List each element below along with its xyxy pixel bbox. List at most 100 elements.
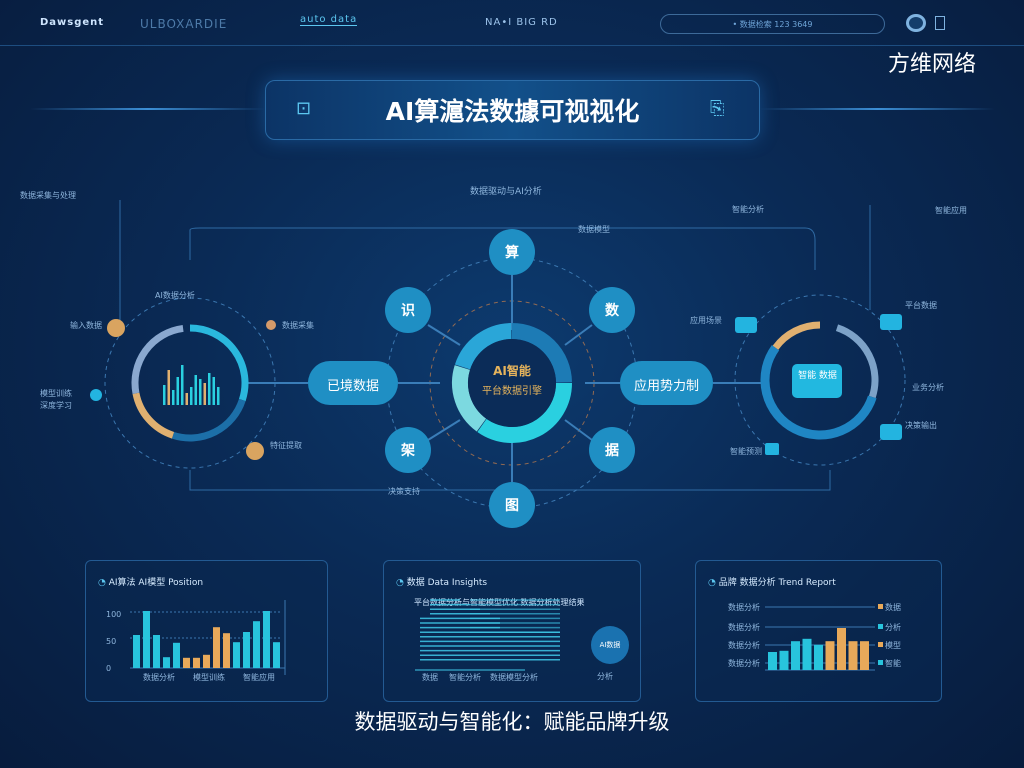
orange-dot <box>246 442 264 460</box>
side-label: 数据模型 <box>578 225 610 234</box>
center-sublabel: 平台数据引擎 <box>482 386 542 397</box>
right-pill-label[interactable]: 应用势力制 <box>633 379 699 394</box>
export-icon: ⎘ <box>710 98 725 119</box>
right-note: 平台数据 <box>905 301 937 310</box>
right-pill[interactable] <box>620 361 713 405</box>
ring-segment <box>835 324 879 399</box>
ring-segment <box>454 323 512 370</box>
mini-bar <box>217 387 220 405</box>
header-center-label: NA•I BIG RD <box>485 17 558 28</box>
panel-icon: ◔ <box>708 578 719 588</box>
connector-top <box>189 227 816 270</box>
left-note: 输入数据 <box>70 321 102 330</box>
y-tick-label: 50 <box>106 637 117 646</box>
mini-bar <box>176 377 179 405</box>
left-note: 数据采集 <box>282 321 314 330</box>
side-label: 深度学习 <box>40 401 72 410</box>
x-tick-label: 数据模型分析 <box>490 673 538 682</box>
x-tick-label: 数据 <box>422 673 438 682</box>
title-line-right <box>760 108 995 110</box>
mini-bar <box>208 373 211 405</box>
mini-bar <box>167 370 170 405</box>
right-center-box <box>792 364 842 398</box>
user-icon[interactable] <box>935 16 945 30</box>
center-label: AI智能 <box>493 364 531 378</box>
orange-dot <box>107 319 125 337</box>
title-line-left <box>30 108 265 110</box>
tag-icon <box>735 317 757 333</box>
diagram-top-label: 数据驱动与AI分析 <box>470 187 542 197</box>
mini-bar <box>185 393 188 405</box>
right-note: 决策输出 <box>905 421 937 430</box>
mini-bar <box>203 383 206 405</box>
ring-segment <box>131 324 184 394</box>
y-tick-label: 数据分析 <box>728 603 760 612</box>
left-pill-label[interactable]: 已境数据 <box>326 379 379 394</box>
node-label[interactable]: 识 <box>401 303 415 319</box>
side-label: 智能分析 <box>732 205 764 214</box>
page-title: AI算滬法数據可视视化 <box>385 97 640 126</box>
ring-segment <box>772 321 821 350</box>
eye-icon[interactable] <box>906 14 926 32</box>
y-tick-label: 数据分析 <box>728 641 760 650</box>
left-pill[interactable] <box>308 361 398 405</box>
panel-trend: ◔ 品牌 数据分析 Trend Report <box>695 560 942 702</box>
legend-label: 模型 <box>885 641 901 650</box>
mini-bar <box>163 385 166 405</box>
panel-icon: ◔ <box>98 578 109 588</box>
node-circle <box>385 427 431 473</box>
panel-note: 分析 <box>597 672 613 681</box>
panel-title: AI算法 AI模型 Position <box>108 578 204 588</box>
node-label[interactable]: 据 <box>605 443 619 459</box>
ring-segment <box>452 365 487 432</box>
panel-insights: ◔ 数据 Data Insights 平台数据分析与智能模型优化 数据分析处理结… <box>383 560 641 702</box>
legend-label: 分析 <box>885 623 901 632</box>
ring-segment <box>189 324 249 402</box>
right-center-label: 智能 数据 <box>798 371 837 381</box>
node-circle <box>589 427 635 473</box>
mini-bar <box>190 387 193 405</box>
node-circle <box>385 287 431 333</box>
node-circle <box>489 229 535 275</box>
panel-title: 数据 Data Insights <box>406 578 488 588</box>
x-tick-label: 智能应用 <box>243 673 275 682</box>
mini-bar <box>199 379 202 405</box>
node-circle <box>589 287 635 333</box>
node-circle <box>489 482 535 528</box>
document-icon: ⊡ <box>296 98 312 119</box>
y-tick-label: 0 <box>106 664 112 673</box>
mini-bar <box>181 365 184 405</box>
search-input[interactable]: • 数据检索 123 3649 <box>660 14 885 34</box>
left-mini-chart <box>163 365 220 405</box>
x-tick-label: 数据分析 <box>143 673 175 682</box>
left-donut <box>131 324 249 442</box>
node-label[interactable]: 数 <box>605 303 619 319</box>
right-note: 业务分析 <box>912 383 944 392</box>
x-tick-label: 模型训练 <box>193 673 225 682</box>
page-subtitle: 数据驱动与智能化：赋能品牌升级 <box>354 710 670 734</box>
panel-icon: ◔ <box>396 578 407 588</box>
y-tick-label: 数据分析 <box>728 659 760 668</box>
panel-bar-chart: ◔ AI算法 AI模型 Position <box>85 560 328 702</box>
node-label[interactable]: 算 <box>505 245 519 261</box>
mini-bar <box>194 375 197 405</box>
top-bar <box>0 0 1024 46</box>
x-tick-label: 智能分析 <box>449 673 481 682</box>
brand-watermark: 方维网络 <box>887 52 976 77</box>
y-tick-label: 数据分析 <box>728 623 760 632</box>
right-top-label: 智能应用 <box>935 206 967 215</box>
panel-subtitle: 平台数据分析与智能模型优化 数据分析处理结果 <box>414 598 585 607</box>
ring-segment <box>760 345 877 440</box>
left-note: 模型训练 <box>40 389 72 398</box>
node-label[interactable]: 架 <box>401 443 415 459</box>
panel-badge: AI数据 <box>591 626 629 664</box>
nav-item[interactable]: ULBOXARDIE <box>140 17 228 31</box>
legend-label: 数据 <box>885 603 901 612</box>
ring-segment <box>477 382 572 443</box>
title-box: AI算滬法数據可视视化 <box>265 80 760 140</box>
left-note: 特征提取 <box>270 441 302 450</box>
nav-item-active[interactable]: auto data <box>300 14 358 26</box>
node-label[interactable]: 图 <box>505 498 519 514</box>
right-note: 智能预测 <box>730 447 762 456</box>
